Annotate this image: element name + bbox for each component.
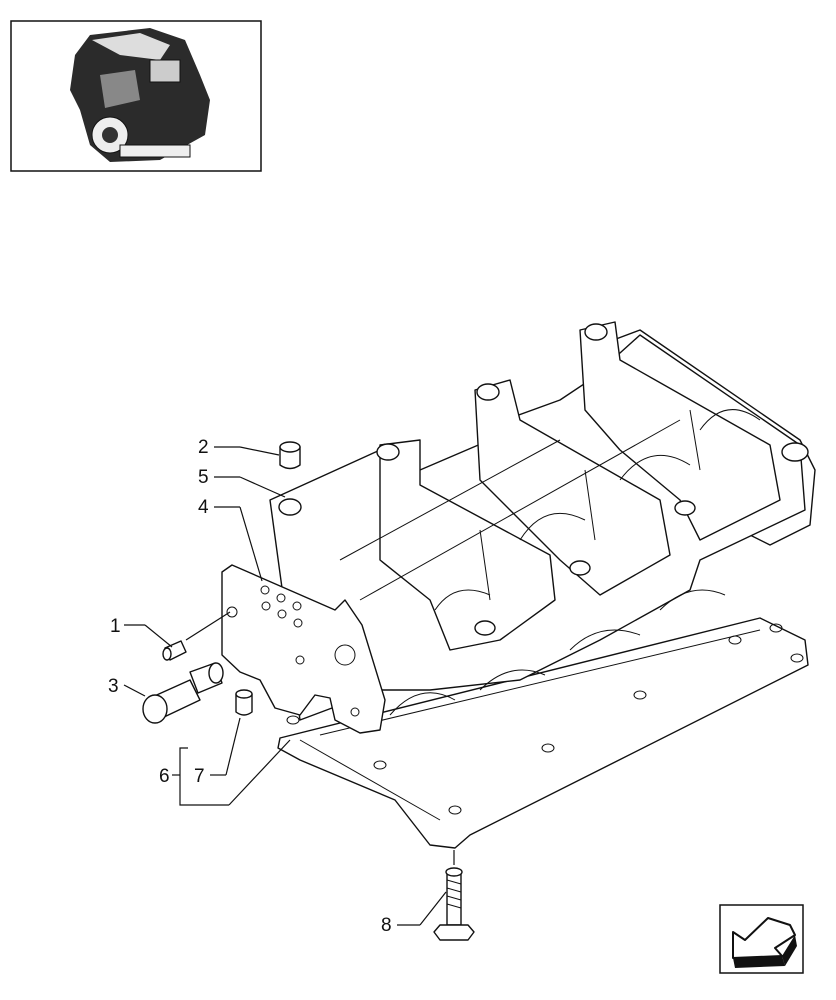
- bolt: [433, 850, 475, 941]
- callout-4: 4: [198, 497, 209, 518]
- front-plate: [221, 564, 386, 734]
- callout-5: 5: [198, 467, 209, 488]
- next-page-arrow-icon: [732, 917, 797, 968]
- callout-7: 7: [194, 766, 205, 787]
- callout-3: 3: [108, 676, 119, 697]
- callout-1: 1: [110, 616, 121, 637]
- dowel-bush: [235, 689, 253, 716]
- small-pin: [162, 640, 187, 661]
- callout-6: 6: [159, 766, 170, 787]
- next-page-button[interactable]: [719, 904, 804, 974]
- callout-labels: 1 2 3 4 5 6 7 8: [108, 437, 392, 936]
- callout-2: 2: [198, 437, 209, 458]
- leader-lines: [123, 446, 447, 926]
- crankcase-ladder-frame: [269, 321, 816, 849]
- dowel-pin-top: [279, 441, 301, 470]
- plug: [142, 662, 224, 724]
- engine-thumbnail-icon: [70, 28, 210, 162]
- callout-8: 8: [381, 915, 392, 936]
- engine-thumbnail[interactable]: [10, 20, 262, 172]
